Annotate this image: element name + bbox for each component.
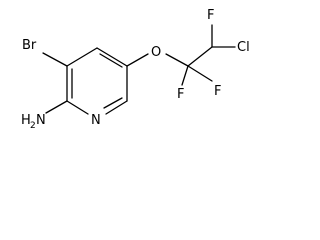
- atom-br-label: Br: [22, 38, 37, 53]
- atom-amine-subscript-label: 2: [30, 121, 36, 131]
- bond-o-cf2: [165, 53, 189, 67]
- atom-f-top-label: F: [207, 8, 214, 23]
- atom-amine-n-label: N: [36, 113, 46, 128]
- bond-c3-c4: [66, 47, 98, 67]
- atom-cl-label: Cl: [237, 40, 250, 55]
- bond-cf2-chf: [187, 46, 213, 67]
- molecule-structure: Br H 2 N N O F F F Cl: [21, 8, 250, 131]
- atom-f-left-label: F: [177, 87, 184, 102]
- substituent-bonds: [42, 24, 236, 114]
- bond-cf2-f-right: [187, 65, 213, 82]
- bond-c6-n1-inner: [103, 97, 123, 109]
- atom-f-right-label: F: [214, 84, 221, 99]
- bond-c4-c5: [96, 47, 128, 67]
- bond-c3-br: [42, 52, 68, 67]
- structure-canvas: Br H 2 N N O F F F Cl: [21, 8, 250, 131]
- atom-ether-o-label: O: [151, 45, 161, 60]
- bond-c2-nh2: [45, 100, 68, 114]
- atom-ring-n-label: N: [91, 113, 101, 128]
- bond-c5-o: [126, 53, 149, 67]
- atom-labels: Br H 2 N N O F F F Cl: [21, 8, 250, 131]
- bond-n1-c2: [66, 100, 89, 115]
- pyridine-ring: [66, 47, 128, 115]
- bond-c6-n1: [105, 100, 128, 115]
- bond-cf2-f-left: [181, 65, 189, 86]
- bond-c4-c5-inner: [99, 53, 123, 68]
- atom-amine-h-label: H: [21, 113, 31, 128]
